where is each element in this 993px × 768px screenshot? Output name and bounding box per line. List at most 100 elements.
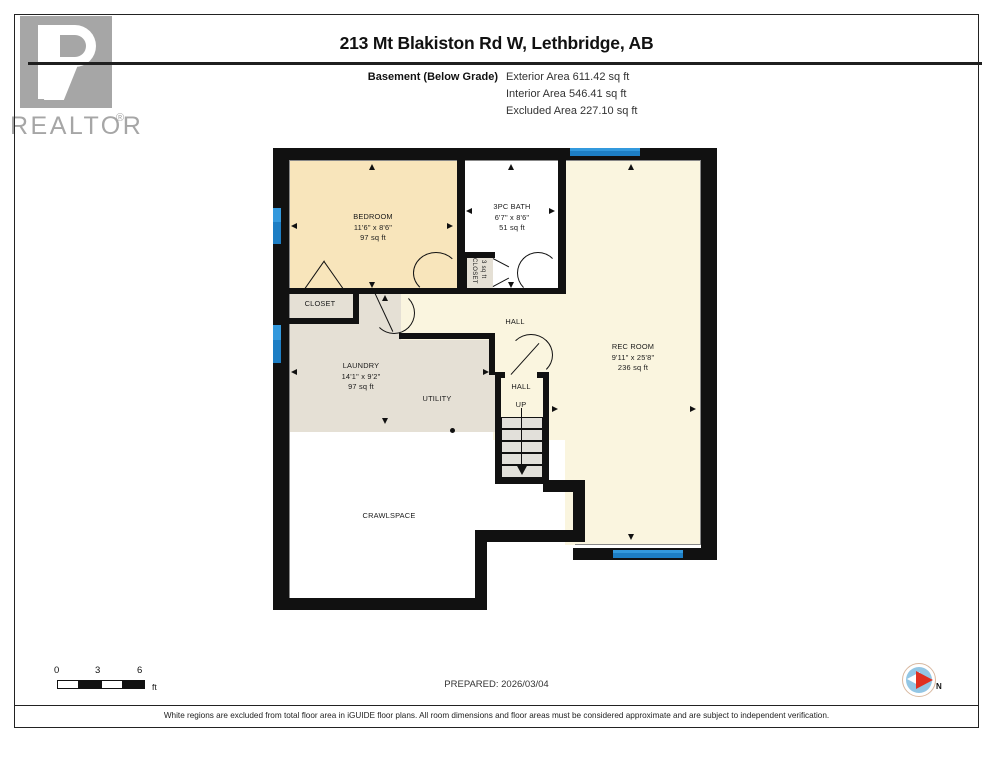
exterior-wall-top (273, 148, 717, 160)
interior-wall-stair-left (495, 372, 501, 484)
room-label-crawlspace: CRAWLSPACE (349, 511, 429, 522)
interior-wall-closet-bottom (281, 318, 359, 324)
room-area-bath-closet: 3 sq ft (480, 260, 486, 279)
dimension-arrow-bedroom-top (369, 164, 375, 170)
room-label-rec-room: REC ROOM 9'11" x 25'8" 236 sq ft (583, 342, 683, 374)
interior-wall-stair-head-l (495, 372, 505, 378)
interior-wall-stair-head-r (537, 372, 549, 378)
window-south-rec (613, 550, 683, 558)
dimension-arrow-bath-top (508, 164, 514, 170)
room-area-bath: 51 sq ft (499, 223, 525, 233)
room-label-laundry: LAUNDRY 14'1" x 9'2" 97 sq ft (311, 361, 411, 393)
room-crawlspace-fill (289, 432, 479, 600)
room-dimensions-bath: 6'7" x 8'6" (494, 212, 530, 222)
scale-tick-3: 3 (95, 665, 101, 676)
room-name-hall: HALL (505, 317, 525, 326)
dimension-arrow-stair-right (552, 406, 558, 412)
page-title: 213 Mt Blakiston Rd W, Lethbridge, AB (339, 33, 654, 53)
room-name-utility: UTILITY (422, 394, 452, 403)
room-label-bedroom: BEDROOM 11'6" x 8'6" 97 sq ft (323, 212, 423, 244)
excluded-area-text: Excluded Area 227.10 sq ft (506, 105, 638, 117)
interior-area-text: Interior Area 546.41 sq ft (506, 88, 627, 100)
exterior-wall-left (273, 148, 289, 610)
dimension-arrow-rec-right (690, 406, 696, 412)
room-hall-fill (401, 292, 567, 340)
room-area-laundry: 97 sq ft (348, 382, 374, 392)
prepared-date: PREPARED: 2026/03/04 (444, 679, 549, 690)
room-area-bedroom: 97 sq ft (360, 233, 386, 243)
room-label-bath: 3PC BATH 6'7" x 8'6" 51 sq ft (462, 202, 562, 234)
r-glyph-bowl-counter (60, 35, 86, 57)
door-bath (517, 252, 559, 294)
room-name-bath-closet: CLOSET (471, 258, 477, 284)
compass-north-needle-icon (916, 671, 933, 689)
exterior-wall-step-horiz2 (543, 480, 585, 492)
level-label: Basement (Below Grade) (367, 71, 498, 83)
room-name-bath: 3PC BATH (493, 202, 531, 211)
footer-divider-top (14, 705, 979, 707)
dimension-arrow-hall-up (382, 295, 388, 301)
scale-tick-0: 0 (54, 665, 60, 676)
room-label-stair-hall: HALL (497, 382, 545, 393)
interior-wall-bedroom-bottom (281, 288, 359, 294)
room-name-bedroom: BEDROOM (353, 212, 393, 221)
room-label-stair-up: UP (497, 400, 545, 411)
exterior-wall-right (701, 148, 717, 560)
interior-wall-bathcloset-top (461, 252, 495, 258)
page-border-left (14, 14, 16, 728)
disclaimer-text: White regions are excluded from total fl… (163, 711, 830, 720)
dimension-arrow-bath-left (466, 208, 472, 214)
interior-wall-bath-bottom (461, 288, 565, 294)
dimension-arrow-rec-top (628, 164, 634, 170)
room-dimensions-rec-room: 9'11" x 25'8" (611, 352, 655, 362)
exterior-wall-step-horiz (475, 530, 585, 542)
room-name-stair-hall: HALL (511, 382, 531, 391)
page-border-right (978, 14, 980, 728)
window-west-lower (273, 325, 281, 363)
room-rec-room-fill (565, 160, 701, 545)
inner-outline-rec-bottom (575, 544, 701, 545)
room-dimensions-laundry: 14'1" x 9'2" (341, 371, 381, 381)
door-bedroom-hall (413, 252, 459, 294)
interior-wall-closet-right (353, 288, 359, 324)
utility-fixture-dot (450, 428, 455, 433)
interior-wall-bath-rec (558, 148, 566, 294)
room-label-utility: UTILITY (409, 394, 465, 405)
room-name-hall-closet: CLOSET (304, 299, 336, 308)
scale-segment-dark-2 (123, 680, 145, 689)
scale-segment-light-1 (57, 680, 79, 689)
room-label-hall: HALL (487, 317, 543, 328)
realtor-wordmark: REALTOR (10, 112, 144, 140)
inner-outline-left (289, 160, 290, 600)
door-stair-hall (509, 334, 553, 376)
room-label-hall-closet: CLOSET (287, 299, 353, 310)
interior-wall-stair-bottom (495, 478, 549, 484)
dimension-arrow-bedroom-right (447, 223, 453, 229)
interior-wall-stair-right (543, 372, 549, 484)
dimension-arrow-bedroom-left (291, 223, 297, 229)
dimension-arrow-rec-bottom (628, 534, 634, 540)
scale-bar: 0 3 6 ft (52, 665, 172, 701)
floor-plan-drawing: BEDROOM 11'6" x 8'6" 97 sq ft 3PC BATH 6… (265, 140, 727, 622)
window-top-north (570, 148, 640, 156)
stair-direction-label: UP (515, 400, 527, 409)
dimension-arrow-bath-bottom (508, 282, 514, 288)
dimension-arrow-laundry-left (291, 369, 297, 375)
inner-outline-top (289, 160, 701, 161)
interior-wall-laundry-step (399, 333, 495, 339)
interior-wall-bedroom-bath (457, 148, 465, 294)
compass-rose: N (898, 660, 948, 702)
exterior-wall-step-vert2 (573, 480, 585, 542)
exterior-area-text: Exterior Area 611.42 sq ft (506, 71, 630, 83)
scale-segment-light-2 (101, 680, 123, 689)
dimension-arrow-laundry-bottom (382, 418, 388, 424)
exterior-wall-step-vert (475, 530, 487, 608)
dimension-arrow-bath-right (549, 208, 555, 214)
exterior-wall-bottom-left (273, 598, 487, 610)
stair-direction-arrow-head (516, 464, 528, 475)
page-border-top (14, 14, 979, 16)
room-bath-closet-fill (465, 257, 493, 290)
interior-wall-bathcloset-left (461, 252, 467, 294)
inner-outline-right (700, 160, 701, 545)
dimension-arrow-laundry-right (483, 369, 489, 375)
